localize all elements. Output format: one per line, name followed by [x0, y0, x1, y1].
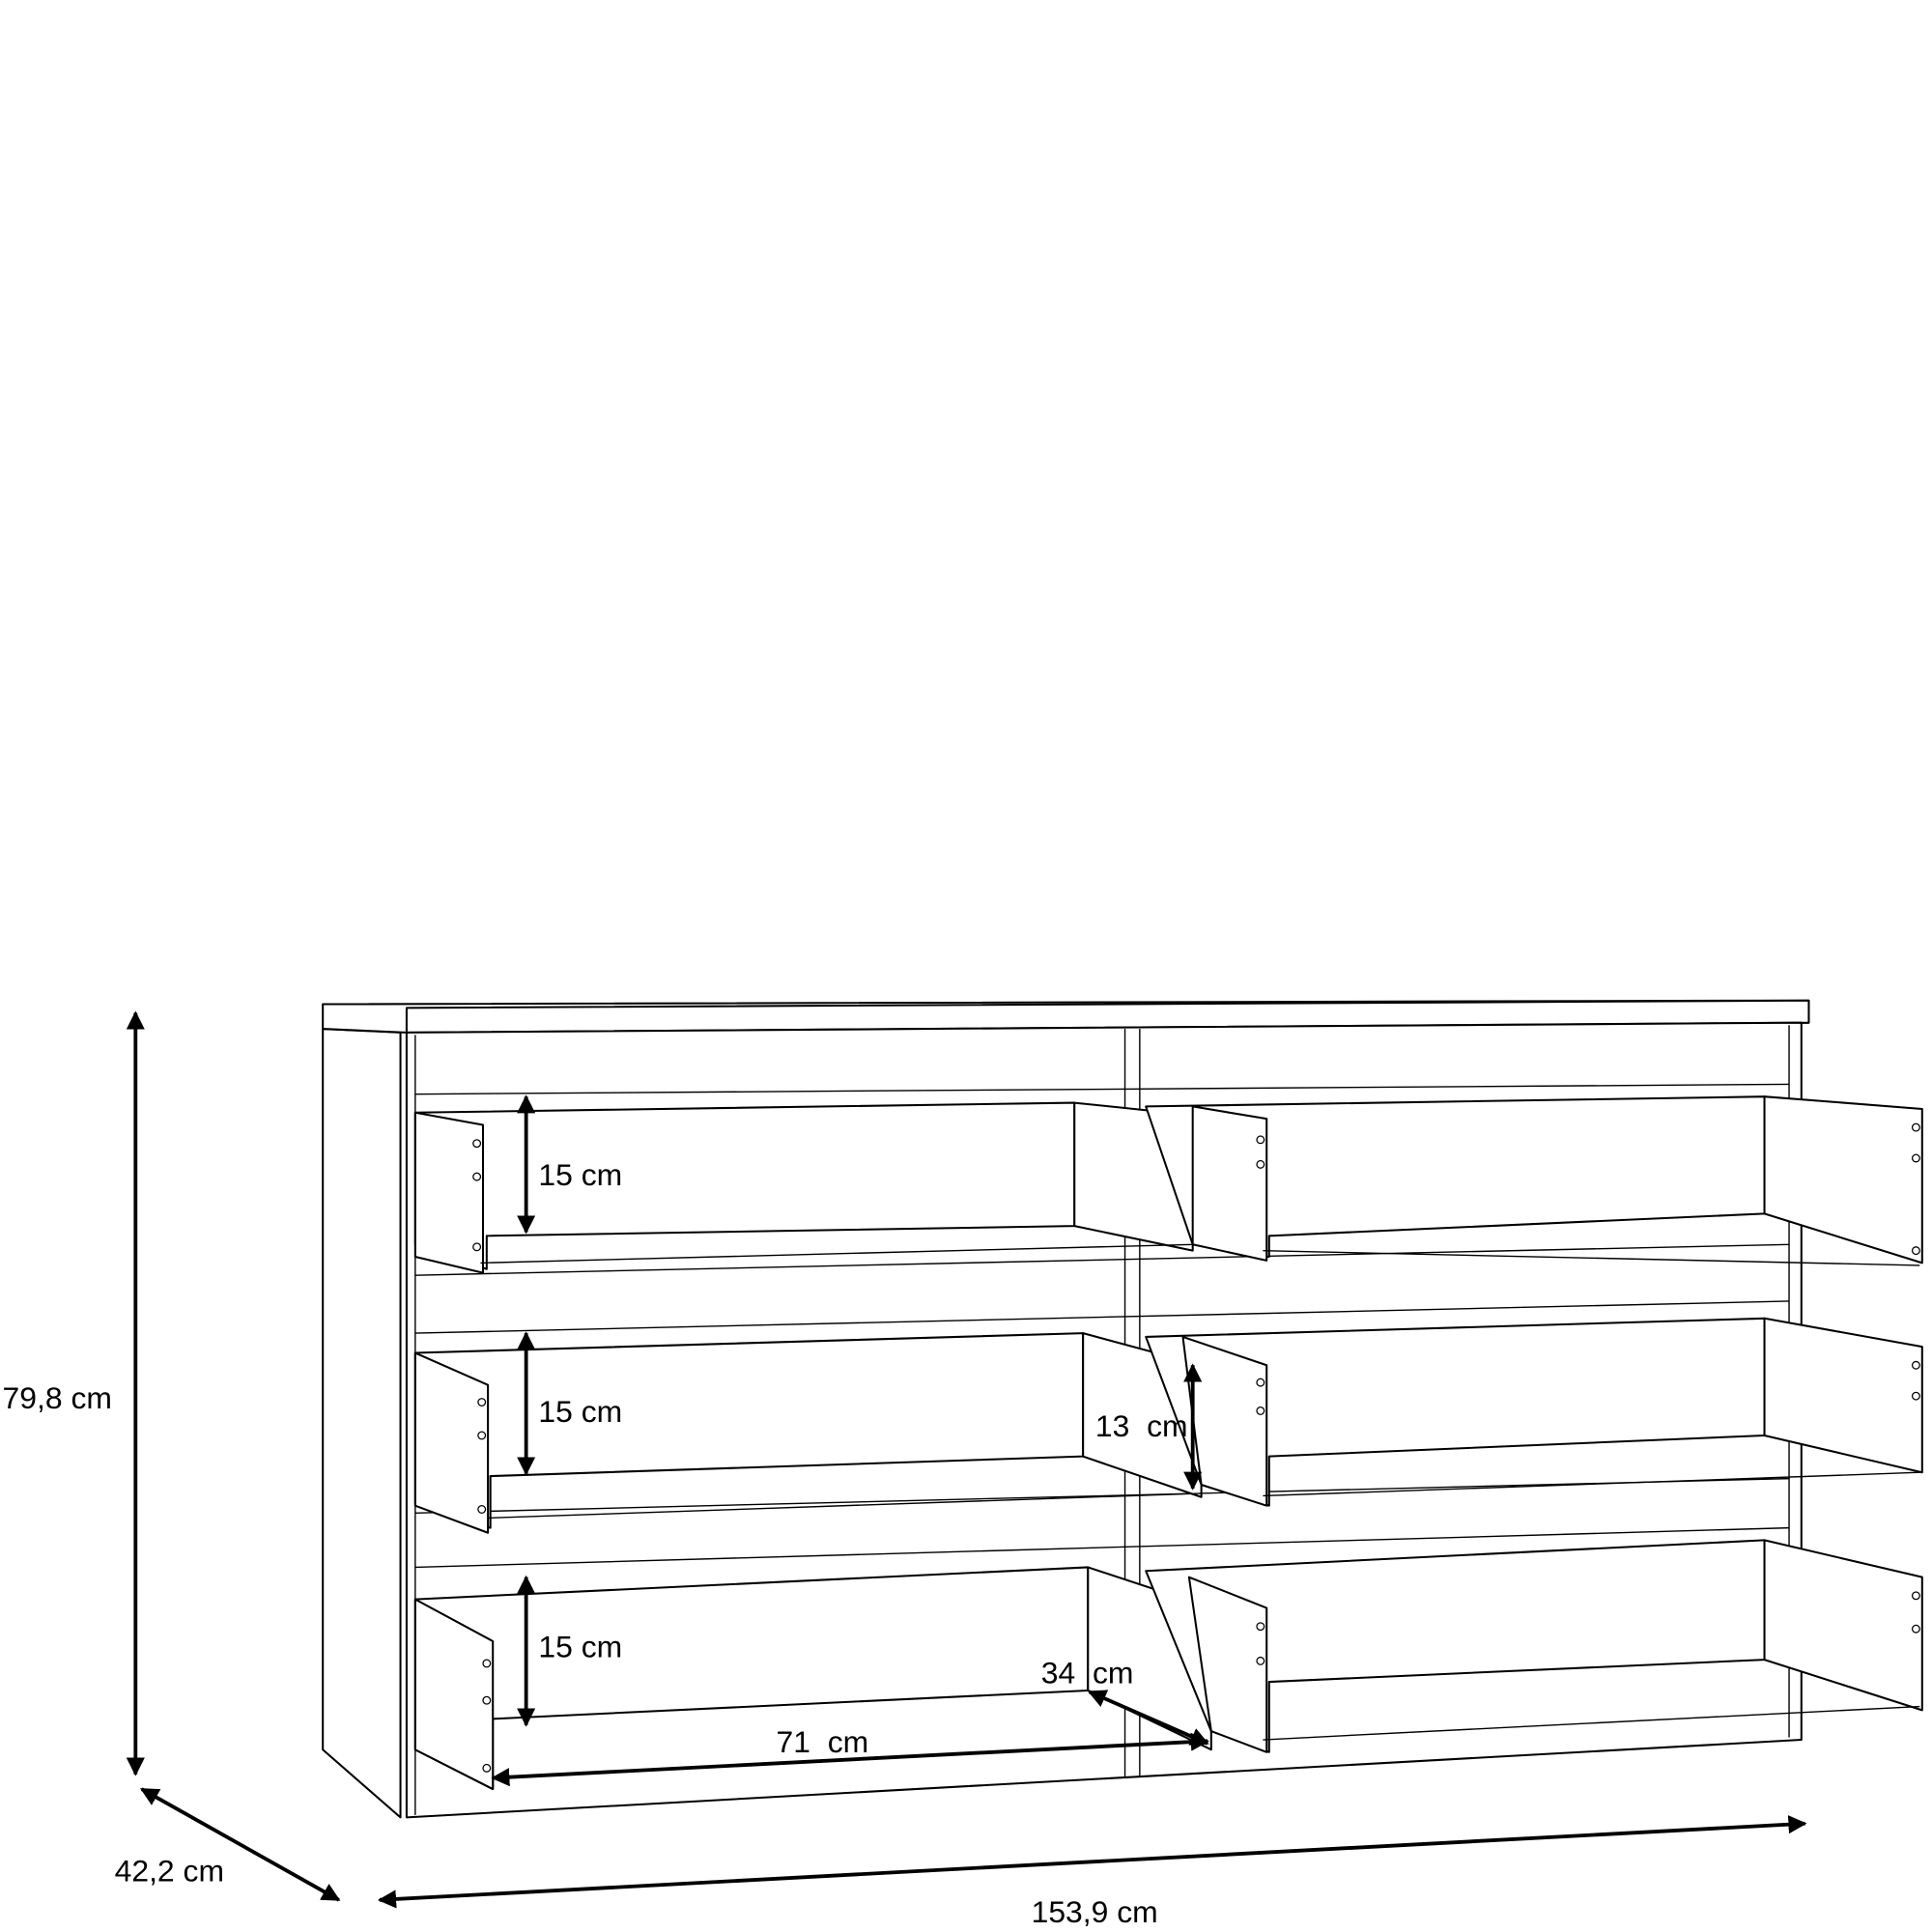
depth-arrow	[140, 1787, 341, 1902]
drawer-inner-depth-label: 34 cm	[1041, 1655, 1134, 1690]
width-label: 153,9 cm	[1032, 1894, 1158, 1929]
drawer-inner-depth-arrow	[1087, 1690, 1209, 1746]
depth-label: 42,2 cm	[115, 1854, 224, 1889]
drawer-right-top	[1145, 1095, 1923, 1266]
drawer-inner-height-label: 13 cm	[1095, 1408, 1188, 1443]
width-arrow	[377, 1815, 1807, 1909]
drawer-inner-width-label: 71 cm	[777, 1724, 869, 1759]
drawer-bottom-height-label: 15 cm	[538, 1630, 622, 1664]
height-label: 79,8 cm	[3, 1380, 112, 1415]
drawer-top-height-label: 15 cm	[538, 1157, 622, 1192]
drawer-right-bottom	[1145, 1539, 1923, 1753]
drawer-inner-width-arrow	[491, 1732, 1209, 1787]
drawer-middle-height-label: 15 cm	[538, 1394, 622, 1429]
drawer-right-middle	[1145, 1317, 1923, 1507]
